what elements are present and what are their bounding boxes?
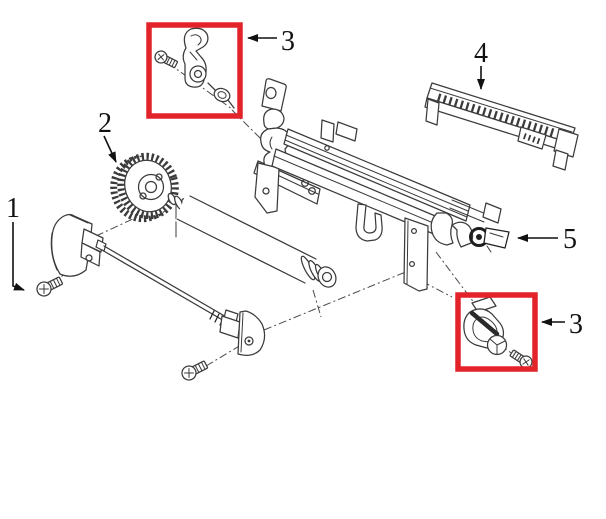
callout-4-label: 4	[474, 38, 488, 69]
lever-part3-top-drawing	[154, 27, 235, 109]
screw-part3-top-drawing	[154, 50, 179, 69]
highlight-boxes	[146, 22, 538, 372]
callout-1-label: 1	[6, 193, 20, 224]
callout-3-bottom-label: 3	[569, 309, 583, 340]
callout-3-top-label: 3	[281, 26, 295, 57]
screw-part1-drawing	[36, 276, 64, 297]
latch-part5-drawing	[469, 227, 510, 253]
callout-2-arrow	[103, 135, 117, 163]
callout-5-label: 5	[563, 224, 577, 255]
chassis-frame-drawing	[253, 78, 502, 292]
tear-bar-part4-drawing	[424, 82, 579, 171]
highlight-box-part3-bottom	[455, 292, 538, 372]
callouts: 1 2 3 4 5 3	[6, 26, 583, 340]
highlight-box-part3-top	[146, 22, 243, 119]
screw-part3-bottom-drawing	[509, 349, 533, 369]
guide-shaft-drawing	[36, 213, 266, 381]
callout-2-label: 2	[98, 108, 112, 139]
callout-1-arrow	[12, 222, 25, 291]
screw-part1b-drawing	[181, 360, 209, 381]
latch-part3-bottom-drawing	[463, 296, 533, 369]
